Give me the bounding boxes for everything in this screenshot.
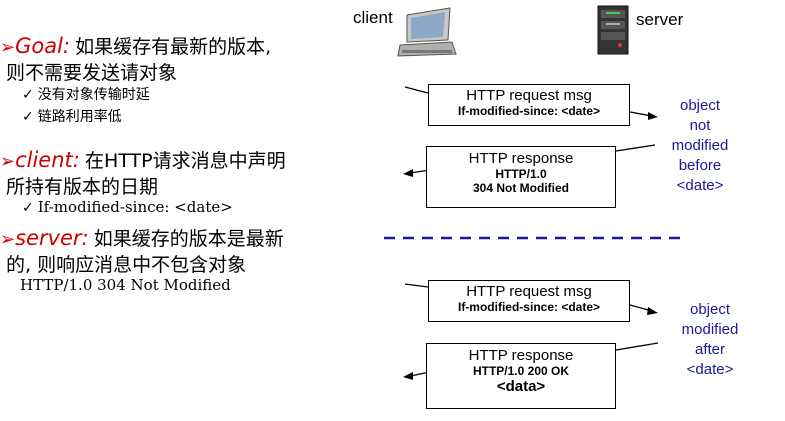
bullet-arrow-icon: ➢: [0, 151, 16, 172]
request-line-bottom: [404, 283, 429, 288]
response-line-bottom: [615, 342, 659, 351]
note-modified: object modified after <date>: [681, 301, 739, 378]
response-version-top: HTTP/1.0: [495, 167, 547, 181]
goal-section: ➢Goal: 如果缓存有最新的版本, 则不需要发送请对象 ✓没有对象传输时延 ✓…: [0, 32, 271, 128]
client-bullet-1: ✓If-modified-since: <date>: [22, 198, 233, 216]
client-section: ➢client: 在HTTP请求消息中声明 所持有版本的日期 ✓If-modif…: [0, 146, 286, 220]
note-not-modified: object not modified before <date>: [671, 97, 729, 194]
request-header-top: If-modified-since: <date>: [457, 104, 601, 118]
client-text-2: 所持有版本的日期: [6, 176, 159, 198]
response-box-bottom: HTTP response HTTP/1.0 200 OK <data>: [426, 343, 616, 409]
arrowhead-icon: [648, 112, 658, 120]
server-label: server: [636, 10, 684, 29]
arrowhead-icon: [403, 372, 413, 380]
request-header-bottom: If-modified-since: <date>: [457, 300, 601, 314]
bullet-arrow-icon: ➢: [0, 229, 16, 250]
goal-bullet-1: ✓没有对象传输时延: [22, 87, 150, 103]
arrowhead-icon: [647, 307, 658, 315]
server-text-2: 的, 则响应消息中不包含对象: [6, 254, 247, 276]
response-data-bottom: <data>: [496, 378, 546, 395]
client-keyword: client:: [15, 148, 80, 172]
request-title-top: HTTP request msg: [466, 87, 592, 104]
check-icon: ✓: [22, 87, 34, 103]
response-line-top: [615, 144, 656, 152]
response-title-bottom: HTTP response: [468, 347, 574, 364]
request-box-top: HTTP request msg If-modified-since: <dat…: [428, 84, 630, 126]
server-response-line: HTTP/1.0 304 Not Modified: [20, 276, 231, 294]
check-icon: ✓: [22, 109, 34, 125]
client-text-1: 在HTTP请求消息中声明: [84, 150, 286, 172]
server-icon: [597, 5, 629, 55]
response-status-top: 304 Not Modified: [472, 181, 569, 195]
request-box-bottom: HTTP request msg If-modified-since: <dat…: [428, 280, 630, 322]
request-line-top: [404, 86, 429, 94]
goal-keyword: Goal:: [15, 34, 70, 58]
arrowhead-icon: [403, 169, 413, 177]
server-section: ➢server: 如果缓存的版本是最新 的, 则响应消息中不包含对象 HTTP/…: [0, 224, 284, 298]
response-title-top: HTTP response: [468, 150, 574, 167]
goal-text-2: 则不需要发送请对象: [6, 62, 178, 84]
computer-icon: [397, 7, 457, 57]
bullet-arrow-icon: ➢: [0, 37, 16, 58]
check-icon: ✓: [22, 200, 34, 216]
client-label: client: [353, 8, 393, 27]
goal-bullet-2: ✓链路利用率低: [22, 109, 122, 125]
response-box-top: HTTP response HTTP/1.0 304 Not Modified: [426, 146, 616, 208]
server-keyword: server:: [15, 226, 89, 250]
server-text-1: 如果缓存的版本是最新: [93, 228, 284, 250]
goal-text-1: 如果缓存有最新的版本,: [75, 36, 272, 58]
request-title-bottom: HTTP request msg: [466, 283, 592, 300]
response-status-bottom: HTTP/1.0 200 OK: [472, 364, 570, 378]
